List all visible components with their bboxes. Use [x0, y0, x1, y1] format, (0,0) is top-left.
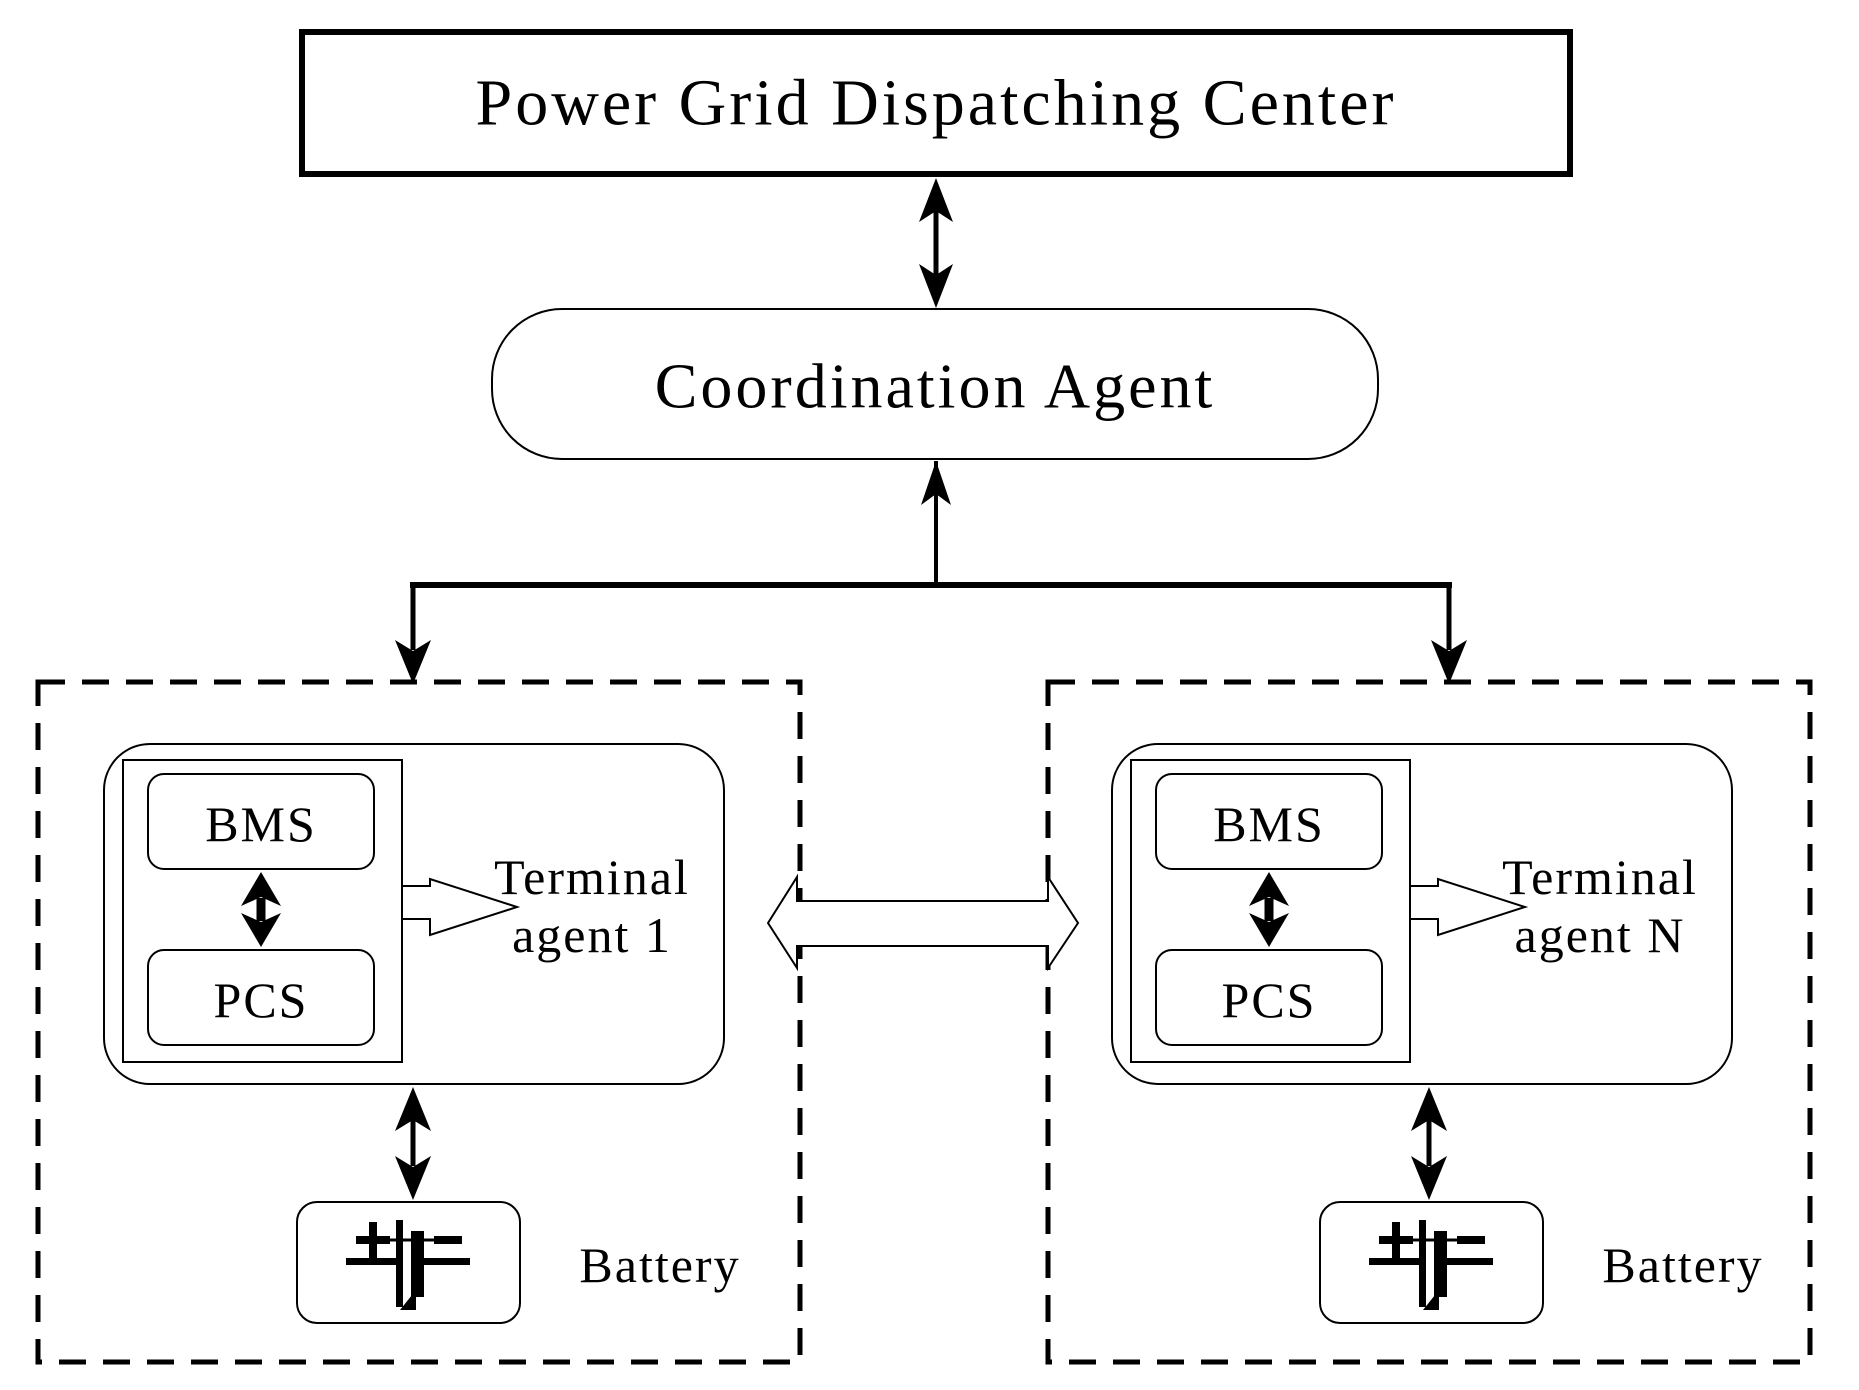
arrowhead-down-icon [1411, 1156, 1447, 1200]
battery-plus-horizontal [1379, 1236, 1413, 1244]
terminal-1-battery-double-arrow [395, 1087, 431, 1200]
terminal-n-callout-arrow-icon [1409, 877, 1529, 937]
terminal-1-battery-label: Battery [579, 1237, 740, 1293]
arrowhead-down-icon [395, 1156, 431, 1200]
terminal-1-battery-box [296, 1201, 521, 1324]
battery-short-plate [411, 1231, 424, 1297]
power-grid-dispatching-center-box: Power Grid Dispatching Center [299, 29, 1573, 177]
terminal-1-agent-container [103, 743, 725, 1085]
battery-right-lead [1447, 1258, 1493, 1265]
terminal-n-bms-label: BMS [1213, 796, 1325, 852]
battery-left-lead [346, 1258, 396, 1265]
terminal-1-dashed-border [35, 679, 803, 1365]
battery-long-plate [1419, 1220, 1426, 1307]
coordination-agent-box: Coordination Agent [491, 308, 1379, 460]
battery-left-lead [1369, 1258, 1419, 1265]
battery-plate-flag [1423, 1290, 1439, 1310]
battery-long-plate [396, 1220, 403, 1307]
terminal-1-callout-arrow-icon [401, 877, 521, 937]
arrowhead-up-icon [1411, 1087, 1447, 1131]
dispatching-center-border [299, 29, 1573, 177]
arrowhead-up-icon [241, 872, 281, 906]
terminal-n-battery-double-arrow [1411, 1087, 1447, 1200]
terminal-1-bms-label: BMS [205, 796, 317, 852]
terminal-1-bms-box [147, 773, 375, 870]
battery-minus-sign [434, 1236, 462, 1244]
coordination-to-terminals-connector [395, 461, 1467, 684]
battery-right-lead [424, 1258, 470, 1265]
arrowhead-up-icon [919, 178, 953, 222]
terminal-agent-n-unit: BMS PCS Terminal agent N Batt [1045, 679, 1813, 1365]
terminal-n-bms-box [1155, 773, 1383, 870]
arrowhead-up-icon [921, 461, 951, 505]
arrowhead-down-icon [919, 264, 953, 308]
terminal-1-pcs-box [147, 949, 375, 1046]
battery-plate-flag [400, 1290, 416, 1310]
arrowhead-down-icon [395, 640, 431, 684]
coordination-agent-label: Coordination Agent [655, 351, 1216, 422]
terminal-n-bms-pcs-double-arrow [1249, 872, 1289, 947]
arrowhead-down-icon [1249, 913, 1289, 947]
terminal-1-label-line2: agent 1 [512, 907, 672, 963]
battery-symbol-icon [1369, 1220, 1493, 1310]
arrowhead-up-icon [1249, 872, 1289, 906]
battery-minus-sign [1457, 1236, 1485, 1244]
terminal-n-agent-container [1111, 743, 1733, 1085]
terminal-n-label-line2: agent N [1515, 907, 1686, 963]
terminal-1-label-line1: Terminal [494, 849, 690, 905]
terminal-n-battery-label: Battery [1602, 1237, 1763, 1293]
dispatch-coordination-double-arrow [919, 178, 953, 308]
battery-short-plate [1434, 1231, 1447, 1297]
terminal-n-pcs-box [1155, 949, 1383, 1046]
terminal-n-battery-box [1319, 1201, 1544, 1324]
terminal-n-pcs-label: PCS [1222, 972, 1317, 1028]
arrowhead-down-icon [241, 913, 281, 947]
inter-agent-double-arrow-icon [766, 873, 1080, 972]
terminal-1-bms-pcs-double-arrow [241, 872, 281, 947]
arrowhead-up-icon [395, 1087, 431, 1131]
coordination-agent-border [491, 308, 1379, 460]
battery-symbol-icon [346, 1220, 470, 1310]
terminal-n-dashed-border [1045, 679, 1813, 1365]
terminal-1-pcs-label: PCS [214, 972, 309, 1028]
dispatching-center-label: Power Grid Dispatching Center [476, 67, 1397, 140]
battery-plus-horizontal [356, 1236, 390, 1244]
terminal-agent-1-unit: BMS PCS Terminal agent 1 Batt [35, 679, 803, 1365]
arrowhead-down-icon [1431, 640, 1467, 684]
terminal-n-label-line1: Terminal [1502, 849, 1698, 905]
